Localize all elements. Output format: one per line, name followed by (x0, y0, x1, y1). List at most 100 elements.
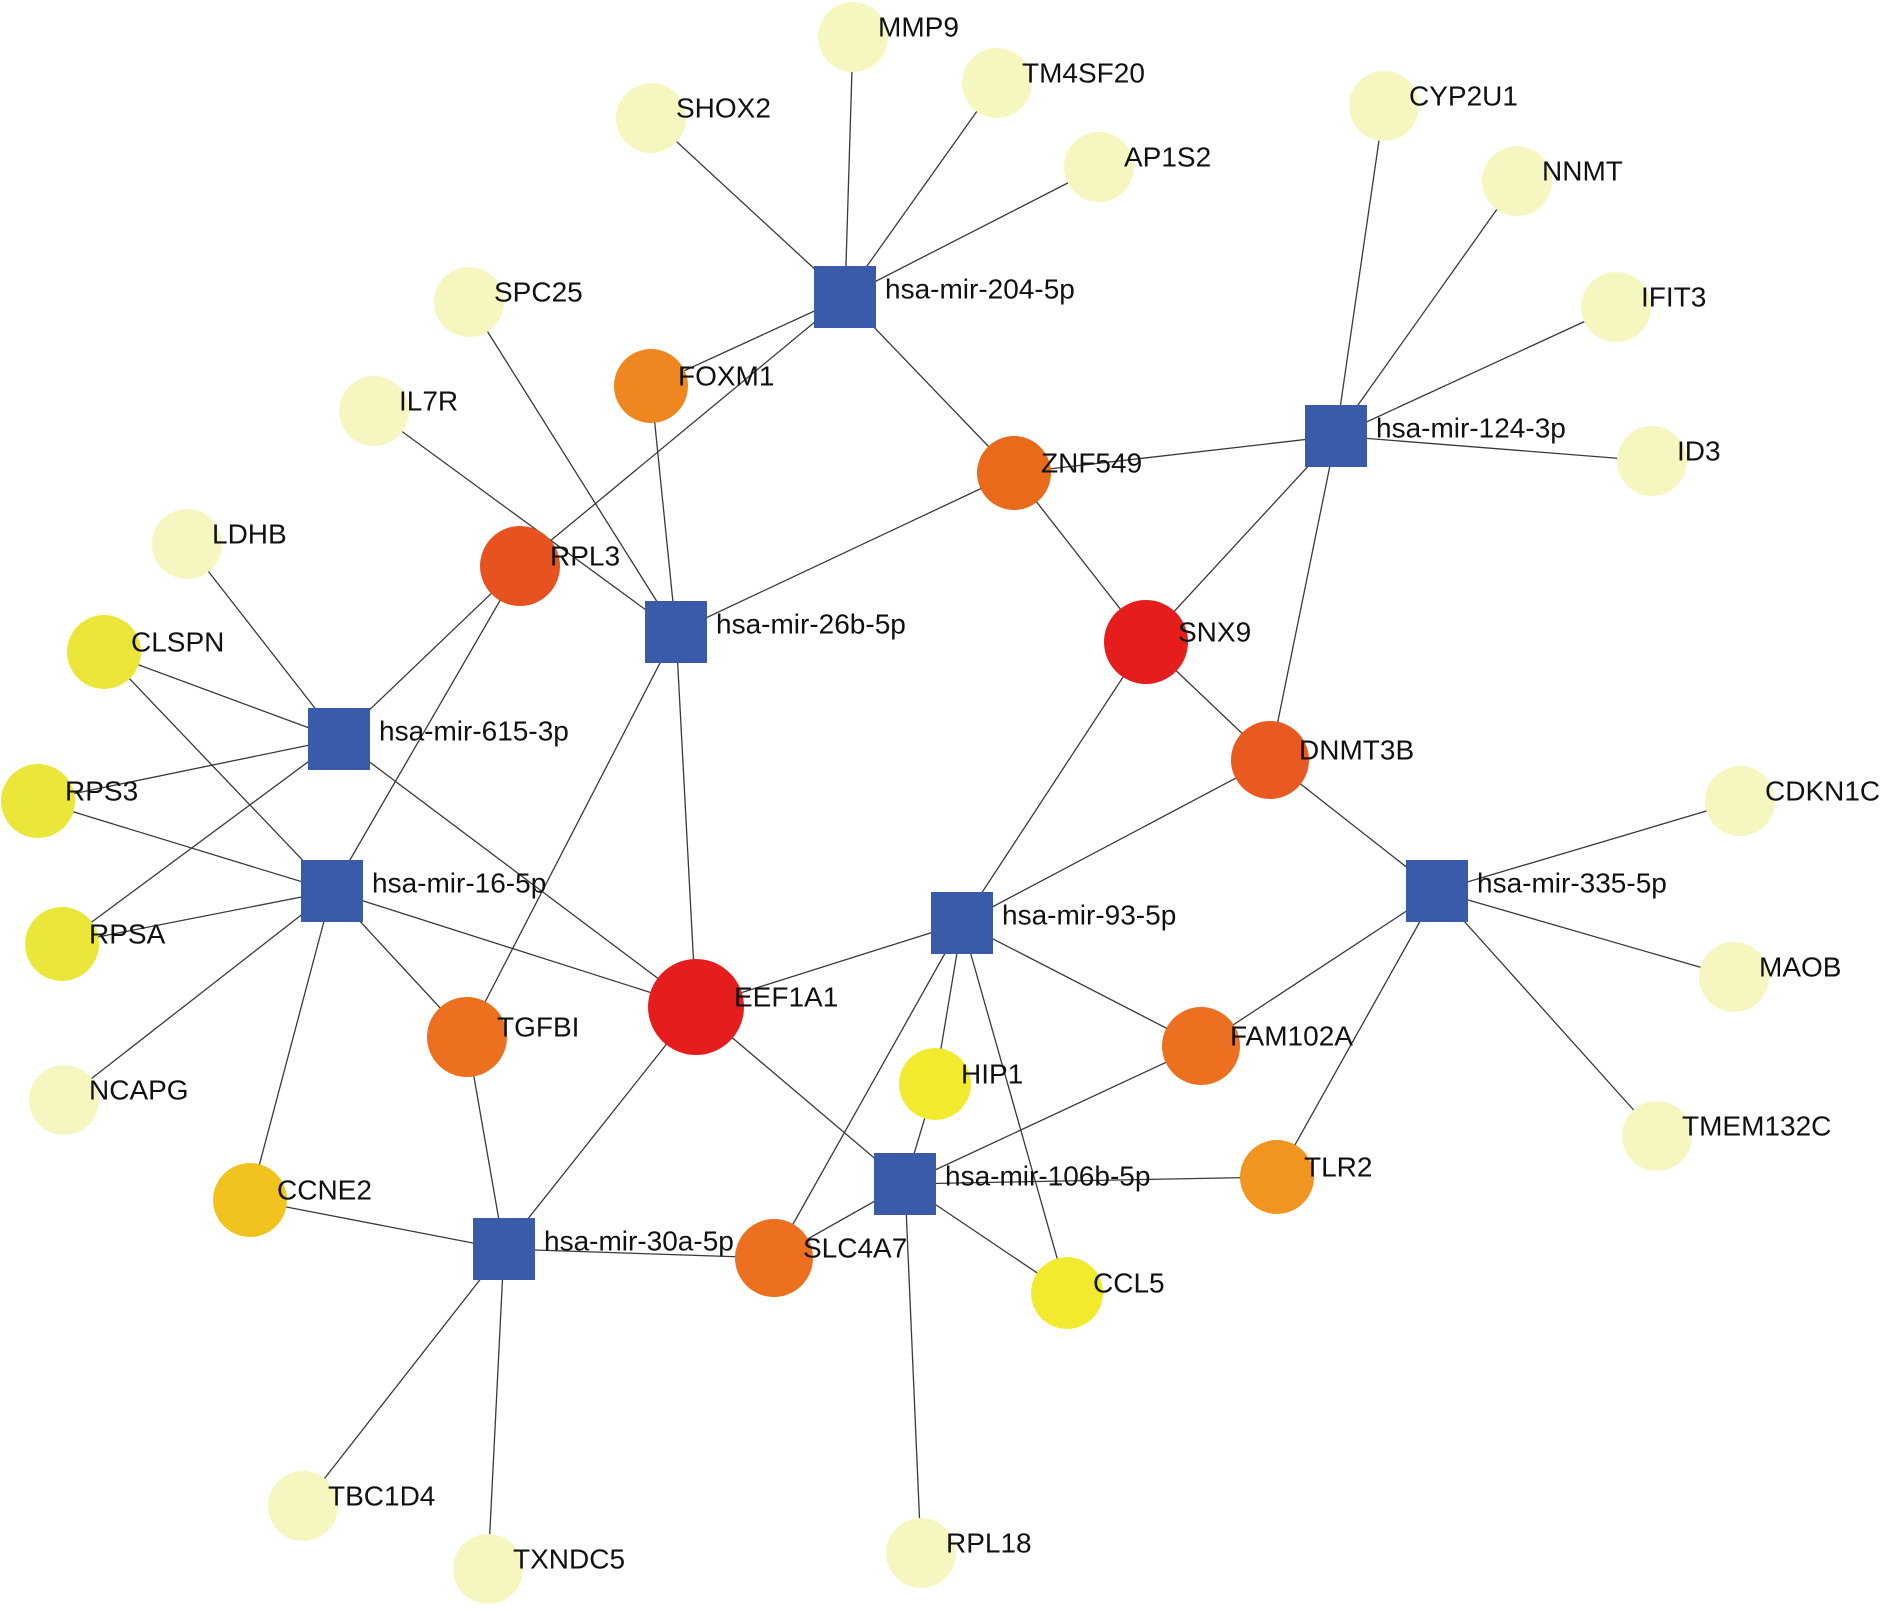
gene-node-ldhb[interactable] (152, 509, 222, 579)
gene-node-cdkn1c[interactable] (1705, 766, 1775, 836)
gene-label-ap1s2: AP1S2 (1124, 141, 1211, 172)
mirna-node-hsa-mir-26b-5p[interactable] (645, 601, 707, 663)
gene-node-eef1a1[interactable] (648, 959, 744, 1055)
mirna-node-hsa-mir-30a-5p[interactable] (473, 1218, 535, 1280)
gene-node-maob[interactable] (1699, 942, 1769, 1012)
gene-node-il7r[interactable] (339, 376, 409, 446)
gene-label-cdkn1c: CDKN1C (1765, 775, 1880, 806)
mirna-label-hsa-mir-16-5p: hsa-mir-16-5p (372, 867, 546, 898)
gene-label-ldhb: LDHB (212, 518, 287, 549)
gene-label-tbc1d4: TBC1D4 (328, 1480, 435, 1511)
mirna-label-hsa-mir-204-5p: hsa-mir-204-5p (885, 273, 1075, 304)
gene-label-shox2: SHOX2 (676, 92, 771, 123)
edge-hsa-mir-26b-5p-spc25 (468, 301, 677, 633)
mirna-node-hsa-mir-335-5p[interactable] (1406, 860, 1468, 922)
mirna-node-hsa-mir-16-5p[interactable] (301, 860, 363, 922)
edge-hsa-mir-124-3p-nnmt (1335, 180, 1518, 437)
edge-hsa-mir-124-3p-id3 (1335, 435, 1653, 462)
gene-node-rpl18[interactable] (886, 1518, 956, 1588)
edge-hsa-mir-615-3p-rps3 (37, 738, 340, 802)
gene-label-ccne2: CCNE2 (277, 1174, 372, 1205)
edge-hsa-mir-30a-5p-ccne2 (249, 1199, 505, 1250)
labels-layer: hsa-mir-204-5phsa-mir-124-3phsa-mir-26b-… (65, 11, 1880, 1574)
edge-hsa-mir-335-5p-tmem132c (1436, 890, 1658, 1137)
gene-node-snx9[interactable] (1104, 600, 1188, 684)
gene-label-tm4sf20: TM4SF20 (1022, 57, 1145, 88)
gene-label-rps3: RPS3 (65, 775, 138, 806)
edge-hsa-mir-16-5p-ccne2 (249, 890, 333, 1201)
gene-node-slc4a7[interactable] (735, 1219, 813, 1297)
gene-node-clspn[interactable] (67, 615, 141, 689)
gene-label-fam102a: FAM102A (1230, 1020, 1353, 1051)
edge-hsa-mir-615-3p-clspn (103, 651, 340, 740)
edge-hsa-mir-124-3p-dnmt3b (1269, 435, 1337, 761)
edge-hsa-mir-16-5p-ncapg (63, 890, 333, 1101)
edge-hsa-mir-124-3p-ifit3 (1335, 306, 1617, 437)
edge-hsa-mir-26b-5p-znf549 (675, 472, 1015, 633)
gene-node-foxm1[interactable] (614, 349, 688, 423)
edge-hsa-mir-16-5p-rpl3 (331, 565, 521, 892)
gene-label-ifit3: IFIT3 (1641, 281, 1706, 312)
gene-node-tmem132c[interactable] (1622, 1101, 1692, 1171)
gene-node-rps3[interactable] (1, 764, 75, 838)
mirna-node-hsa-mir-124-3p[interactable] (1305, 405, 1367, 467)
gene-node-rpsa[interactable] (25, 907, 99, 981)
gene-node-tbc1d4[interactable] (268, 1471, 338, 1541)
nodes-layer (1, 2, 1775, 1604)
gene-label-ncapg: NCAPG (89, 1074, 189, 1105)
edge-hsa-mir-124-3p-znf549 (1013, 435, 1337, 474)
edge-hsa-mir-16-5p-eef1a1 (331, 890, 697, 1008)
gene-label-rpl18: RPL18 (946, 1527, 1032, 1558)
edge-hsa-mir-335-5p-fam102a (1200, 890, 1438, 1047)
gene-node-ccne2[interactable] (213, 1163, 287, 1237)
gene-label-ccl5: CCL5 (1093, 1267, 1165, 1298)
mirna-node-hsa-mir-615-3p[interactable] (308, 708, 370, 770)
gene-label-mmp9: MMP9 (878, 11, 959, 42)
gene-node-fam102a[interactable] (1162, 1007, 1240, 1085)
gene-label-slc4a7: SLC4A7 (803, 1232, 907, 1263)
mirna-label-hsa-mir-30a-5p: hsa-mir-30a-5p (544, 1225, 734, 1256)
edge-snx9-hsa-mir-93-5p (961, 641, 1147, 924)
gene-label-txndc5: TXNDC5 (513, 1543, 625, 1574)
edge-hsa-mir-26b-5p-il7r (373, 410, 677, 633)
gene-node-nnmt[interactable] (1482, 146, 1552, 216)
gene-node-ap1s2[interactable] (1064, 132, 1134, 202)
mirna-label-hsa-mir-106b-5p: hsa-mir-106b-5p (945, 1160, 1150, 1191)
gene-node-rpl3[interactable] (480, 526, 560, 606)
mirna-node-hsa-mir-106b-5p[interactable] (874, 1153, 936, 1215)
gene-node-hip1[interactable] (899, 1048, 971, 1120)
gene-node-dnmt3b[interactable] (1231, 721, 1309, 799)
edge-hsa-mir-30a-5p-tbc1d4 (302, 1248, 505, 1507)
gene-node-cyp2u1[interactable] (1349, 71, 1419, 141)
gene-node-znf549[interactable] (977, 436, 1051, 510)
gene-node-tm4sf20[interactable] (962, 48, 1032, 118)
gene-node-ccl5[interactable] (1031, 1257, 1103, 1329)
edge-hsa-mir-93-5p-ccl5 (961, 922, 1068, 1294)
gene-label-eef1a1: EEF1A1 (734, 981, 838, 1012)
gene-node-ifit3[interactable] (1581, 272, 1651, 342)
edge-hsa-mir-93-5p-dnmt3b (961, 759, 1271, 924)
mirna-node-hsa-mir-93-5p[interactable] (931, 892, 993, 954)
gene-node-mmp9[interactable] (818, 2, 888, 72)
gene-label-foxm1: FOXM1 (678, 360, 774, 391)
edge-hsa-mir-124-3p-cyp2u1 (1335, 105, 1385, 437)
gene-node-id3[interactable] (1617, 426, 1687, 496)
gene-label-nnmt: NNMT (1542, 155, 1623, 186)
edge-hsa-mir-30a-5p-eef1a1 (503, 1006, 697, 1250)
gene-label-rpl3: RPL3 (550, 540, 620, 571)
gene-label-tmem132c: TMEM132C (1682, 1110, 1831, 1141)
edge-hsa-mir-204-5p-mmp9 (844, 36, 854, 298)
edge-hsa-mir-615-3p-rpsa (61, 738, 340, 945)
gene-node-shox2[interactable] (616, 83, 686, 153)
gene-node-txndc5[interactable] (453, 1534, 523, 1604)
gene-node-tgfbi[interactable] (427, 997, 507, 1077)
edge-hsa-mir-124-3p-snx9 (1145, 435, 1337, 643)
edge-hsa-mir-30a-5p-slc4a7 (503, 1248, 775, 1259)
gene-node-spc25[interactable] (434, 267, 504, 337)
gene-node-ncapg[interactable] (29, 1065, 99, 1135)
edge-hsa-mir-26b-5p-tgfbi (466, 631, 677, 1038)
gene-node-tlr2[interactable] (1240, 1140, 1314, 1214)
gene-label-spc25: SPC25 (494, 276, 583, 307)
mirna-node-hsa-mir-204-5p[interactable] (814, 266, 876, 328)
